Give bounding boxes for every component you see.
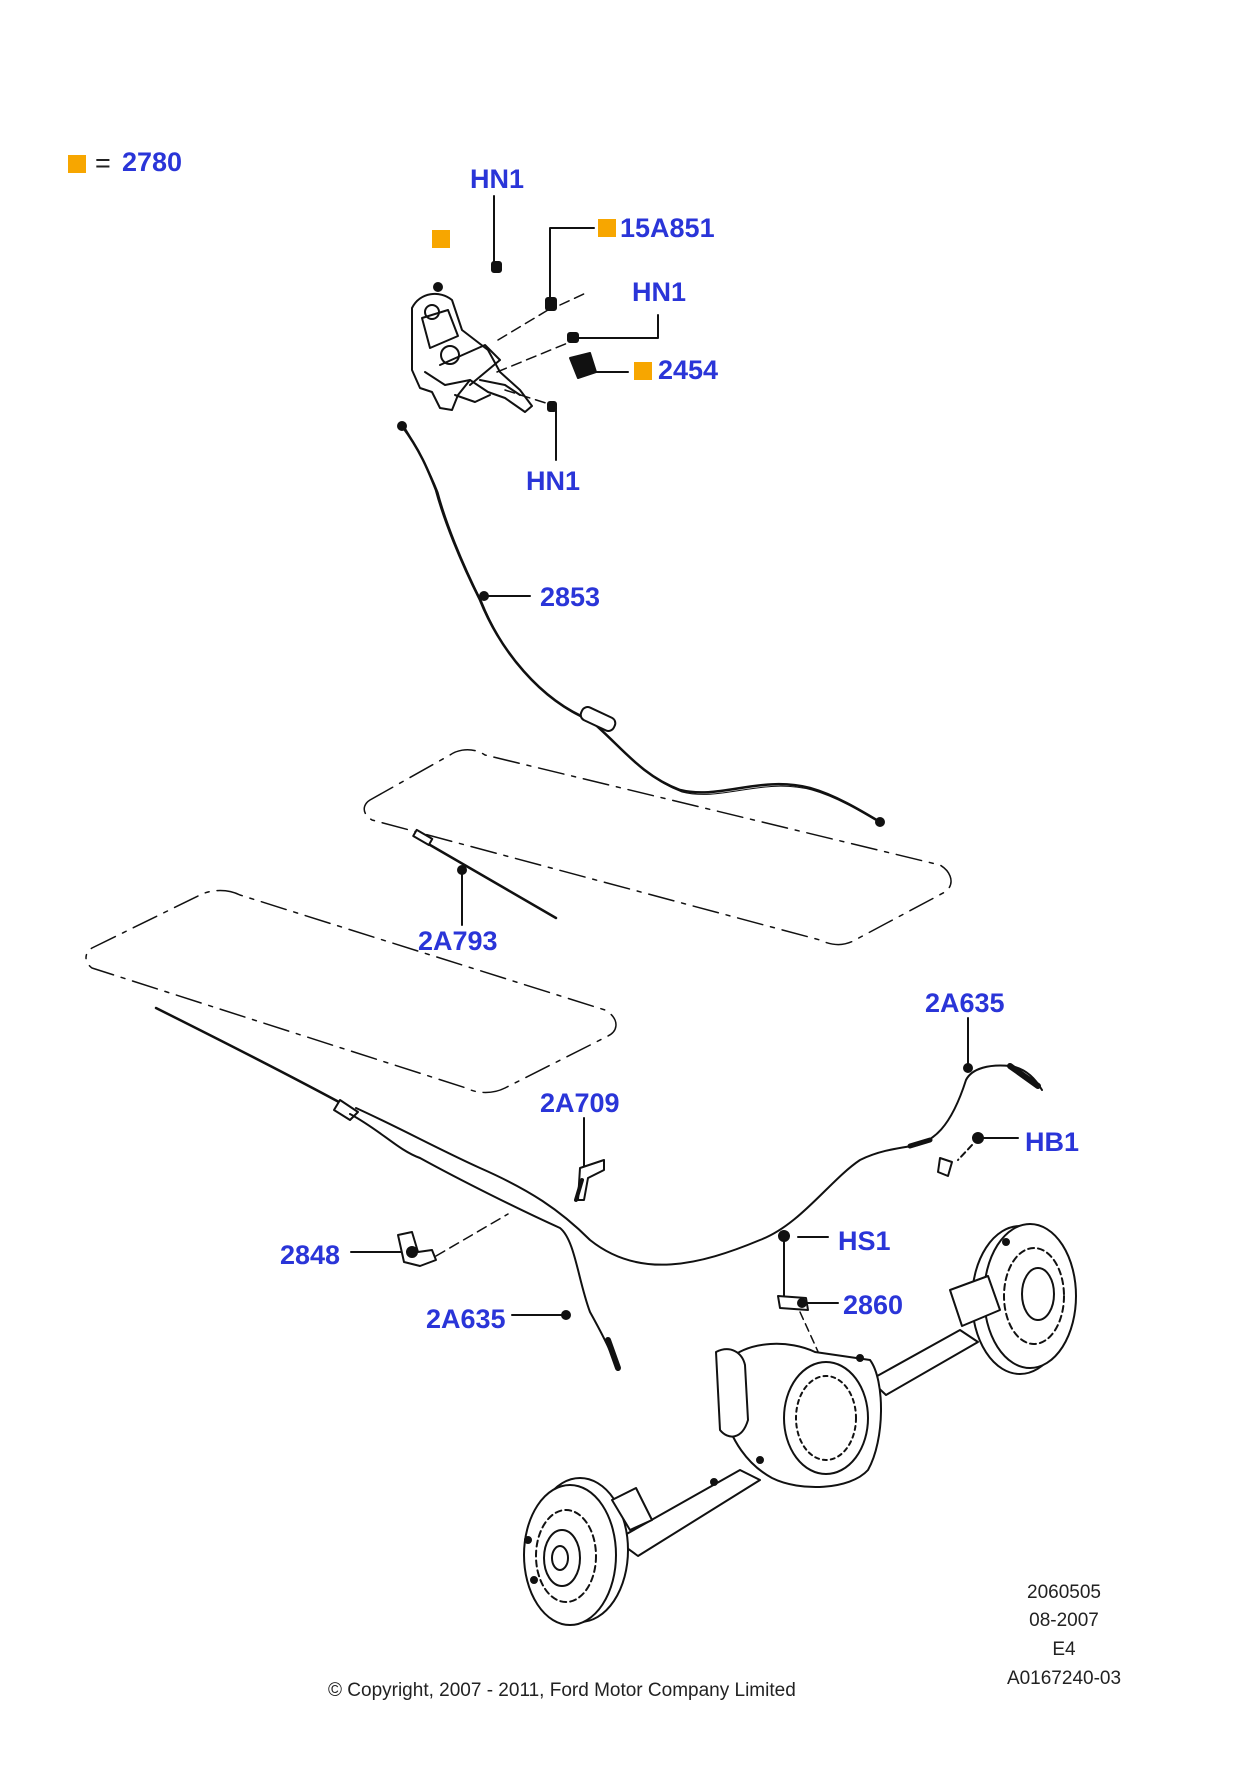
label-2a709: 2A709 — [540, 1088, 620, 1118]
drawing-code: 2060505 — [1027, 1582, 1101, 1603]
label-2a635-lower: 2A635 — [426, 1304, 506, 1334]
bolt-hb1 — [937, 1132, 984, 1177]
rear-cables — [154, 1006, 1043, 1371]
phantom-outline-lower — [85, 889, 617, 1094]
rear-axle-assembly — [523, 1223, 1077, 1626]
drawing-date: 08-2007 — [1029, 1610, 1099, 1631]
marker-15a851 — [598, 219, 616, 237]
label-2848: 2848 — [280, 1240, 341, 1270]
drawing-revision: E4 — [1052, 1639, 1076, 1660]
copyright-notice: © Copyright, 2007 - 2011, Ford Motor Com… — [328, 1680, 796, 1701]
marker-pedal — [432, 230, 450, 248]
label-2860: 2860 — [843, 1290, 904, 1320]
label-2853: 2853 — [540, 582, 601, 612]
label-hs1: HS1 — [838, 1226, 891, 1256]
marker-2454 — [634, 362, 652, 380]
legend-part-number: 2780 — [122, 147, 183, 177]
bracket-2A709 — [574, 1159, 605, 1202]
label-hn1-bottom: HN1 — [526, 466, 581, 496]
assembly-guides — [496, 291, 589, 406]
clip-2848 — [397, 1213, 509, 1267]
pedal-assembly — [411, 292, 533, 413]
label-2a793: 2A793 — [418, 926, 498, 956]
drawing-reference: A0167240-03 — [1006, 1668, 1122, 1689]
legend-equals: = — [95, 148, 111, 178]
label-hn1-top: HN1 — [470, 164, 525, 194]
phantom-outline-upper — [363, 749, 952, 946]
label-15a851: 15A851 — [620, 213, 715, 243]
label-2a635-upper: 2A635 — [925, 988, 1005, 1018]
front-cable-2853 — [397, 421, 885, 827]
intermediate-rod-2A793 — [412, 828, 558, 920]
leader-lines — [350, 195, 1019, 1316]
label-hn1-right: HN1 — [632, 277, 687, 307]
label-2454: 2454 — [658, 355, 719, 385]
hardware-hs1-2860 — [777, 1230, 821, 1357]
legend-marker — [68, 155, 86, 173]
label-hb1: HB1 — [1025, 1127, 1080, 1157]
